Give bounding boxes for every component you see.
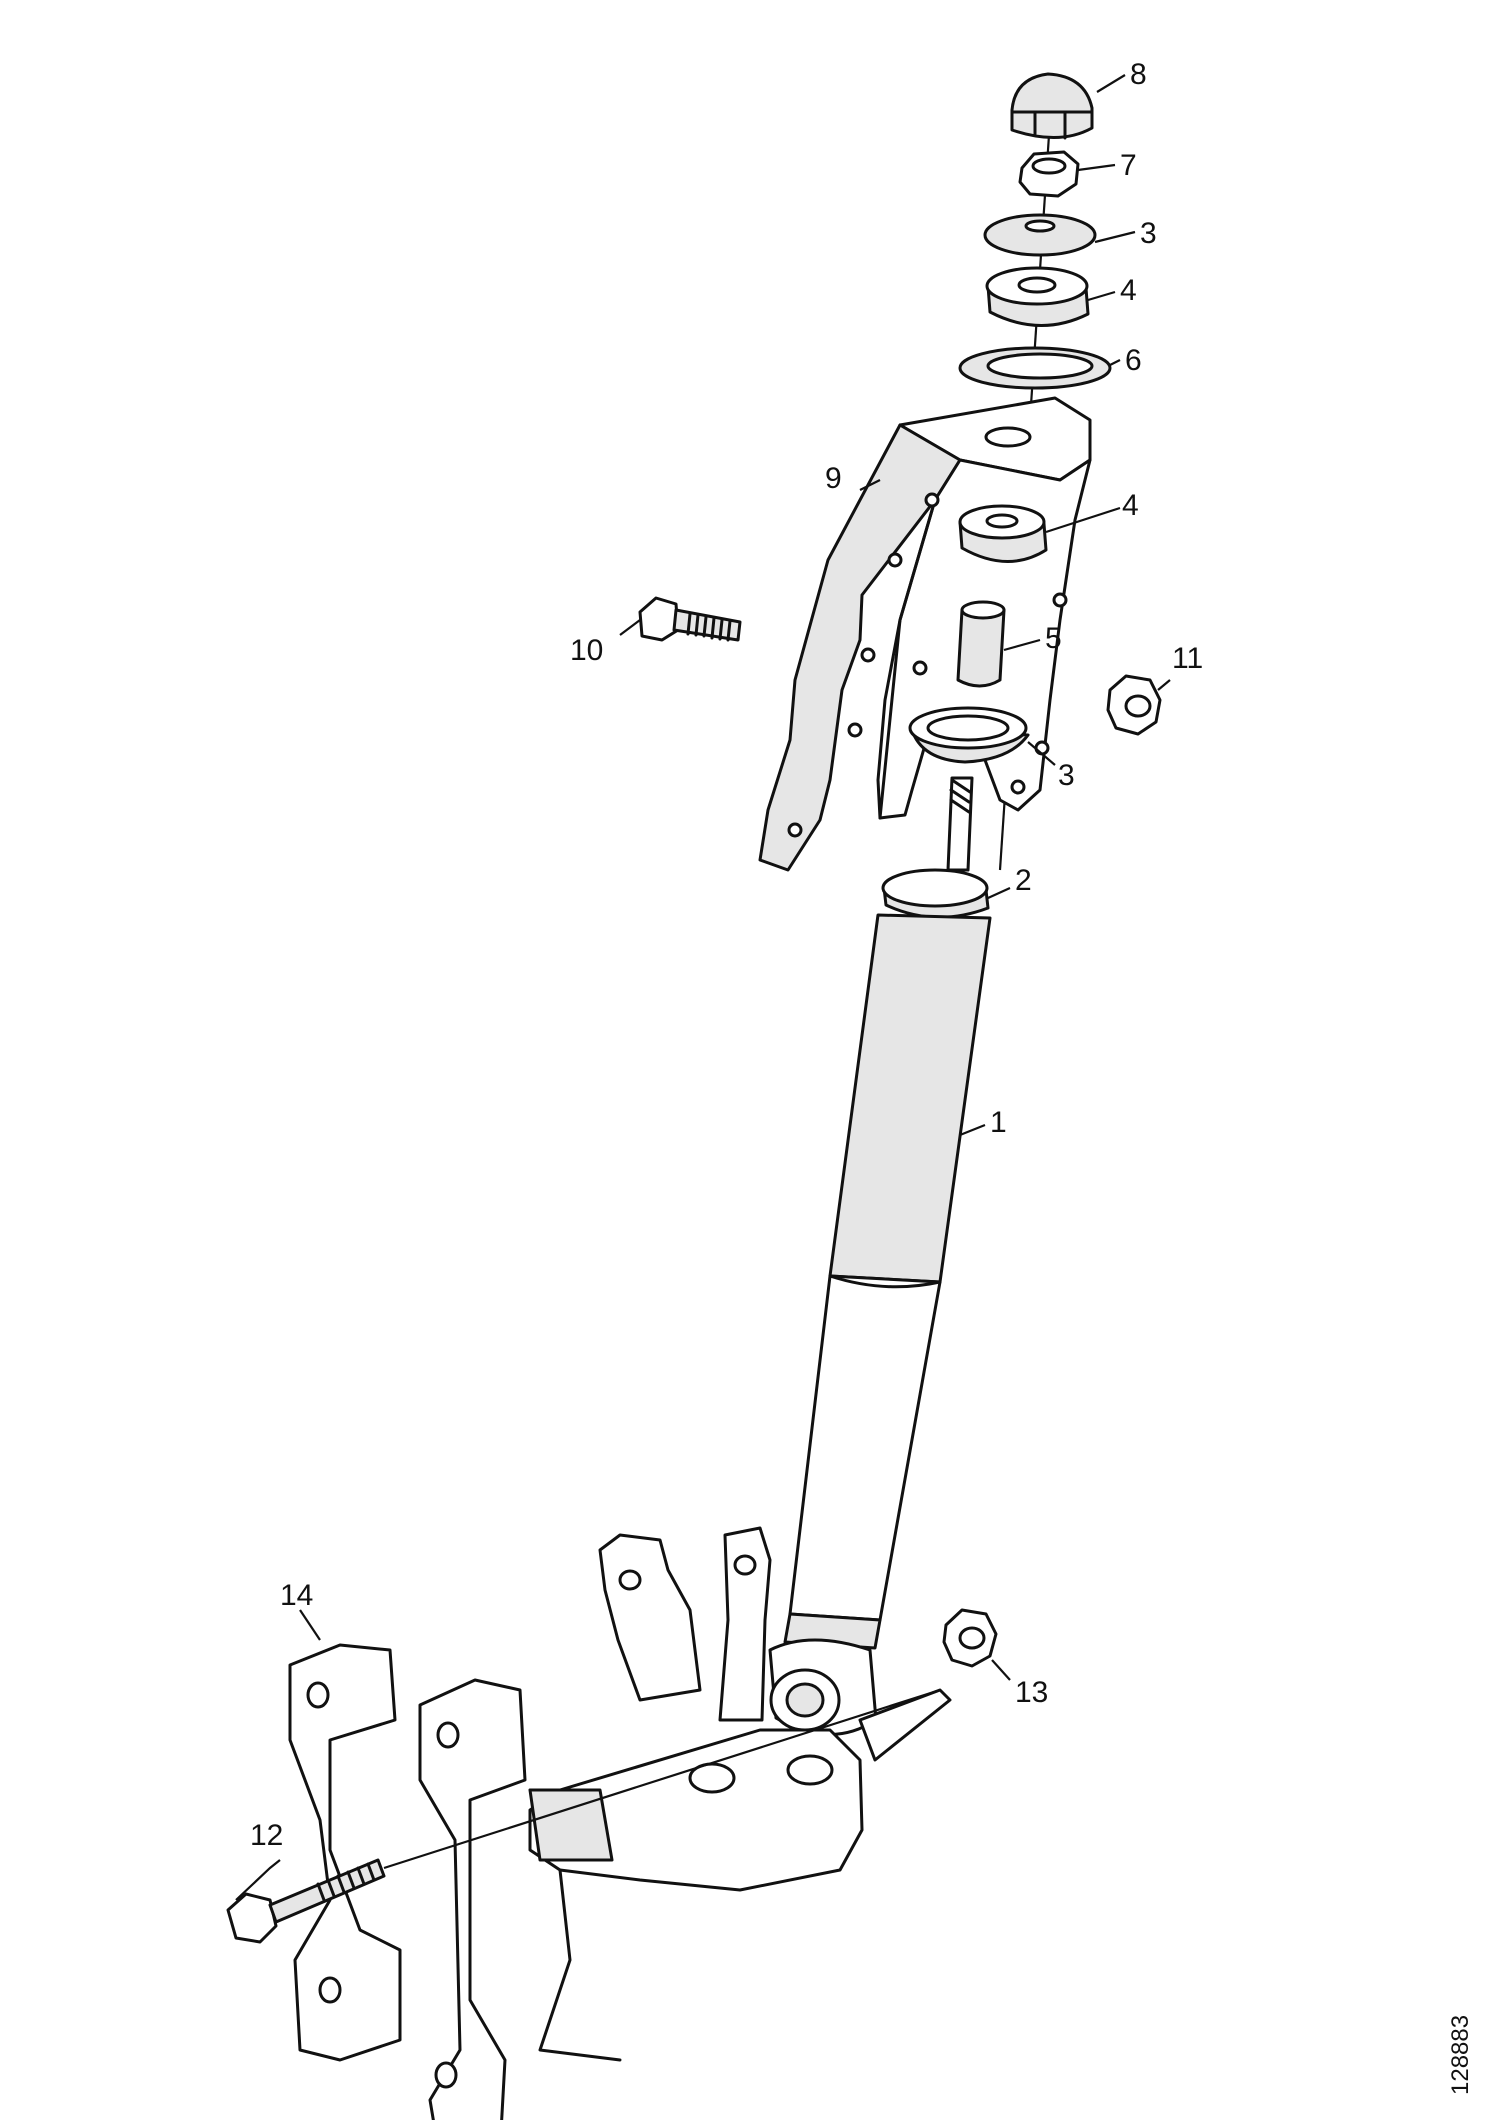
callout-labels: 8 7 3 4 6 9 4 10 5 11 3 2 1 14 12 13	[250, 58, 1203, 1852]
label-4-lower: 4	[1122, 489, 1139, 522]
part-12-bolt	[226, 1688, 941, 1944]
part-10-bolt	[638, 596, 742, 642]
part-3-washer-top	[983, 213, 1097, 257]
part-8-cap-nut	[1010, 72, 1094, 140]
label-10: 10	[570, 634, 603, 667]
label-5: 5	[1045, 622, 1062, 655]
label-8: 8	[1130, 58, 1147, 91]
figure-number: 128883	[1447, 2015, 1474, 2095]
label-12: 12	[250, 1819, 283, 1852]
label-11: 11	[1172, 642, 1203, 675]
label-7: 7	[1120, 149, 1137, 182]
part-5-spacer	[956, 600, 1006, 688]
part-13-nut	[942, 1608, 998, 1668]
part-9-bracket	[758, 396, 1092, 872]
part-1-shock-absorber	[768, 913, 992, 1736]
part-4-bush-top	[985, 266, 1090, 327]
part-7-nut	[1018, 150, 1080, 198]
label-3-lower: 3	[1058, 759, 1075, 792]
label-13: 13	[1015, 1676, 1048, 1709]
label-3-top: 3	[1140, 217, 1157, 250]
label-6: 6	[1125, 344, 1142, 377]
part-4-bush-lower	[958, 504, 1048, 563]
part-3-washer-lower	[908, 706, 1030, 764]
part-11-nut	[1106, 674, 1162, 736]
part-14-mount-brackets	[288, 1643, 527, 2120]
label-2: 2	[1015, 864, 1032, 897]
label-9: 9	[825, 462, 842, 495]
label-14: 14	[280, 1579, 313, 1612]
part-6-seal-ring	[958, 346, 1112, 390]
label-1: 1	[990, 1106, 1007, 1139]
axle-assembly	[528, 1526, 952, 2062]
part-2-rod-top	[881, 776, 990, 919]
leader-lines	[235, 74, 1171, 1901]
label-4-top: 4	[1120, 274, 1137, 307]
